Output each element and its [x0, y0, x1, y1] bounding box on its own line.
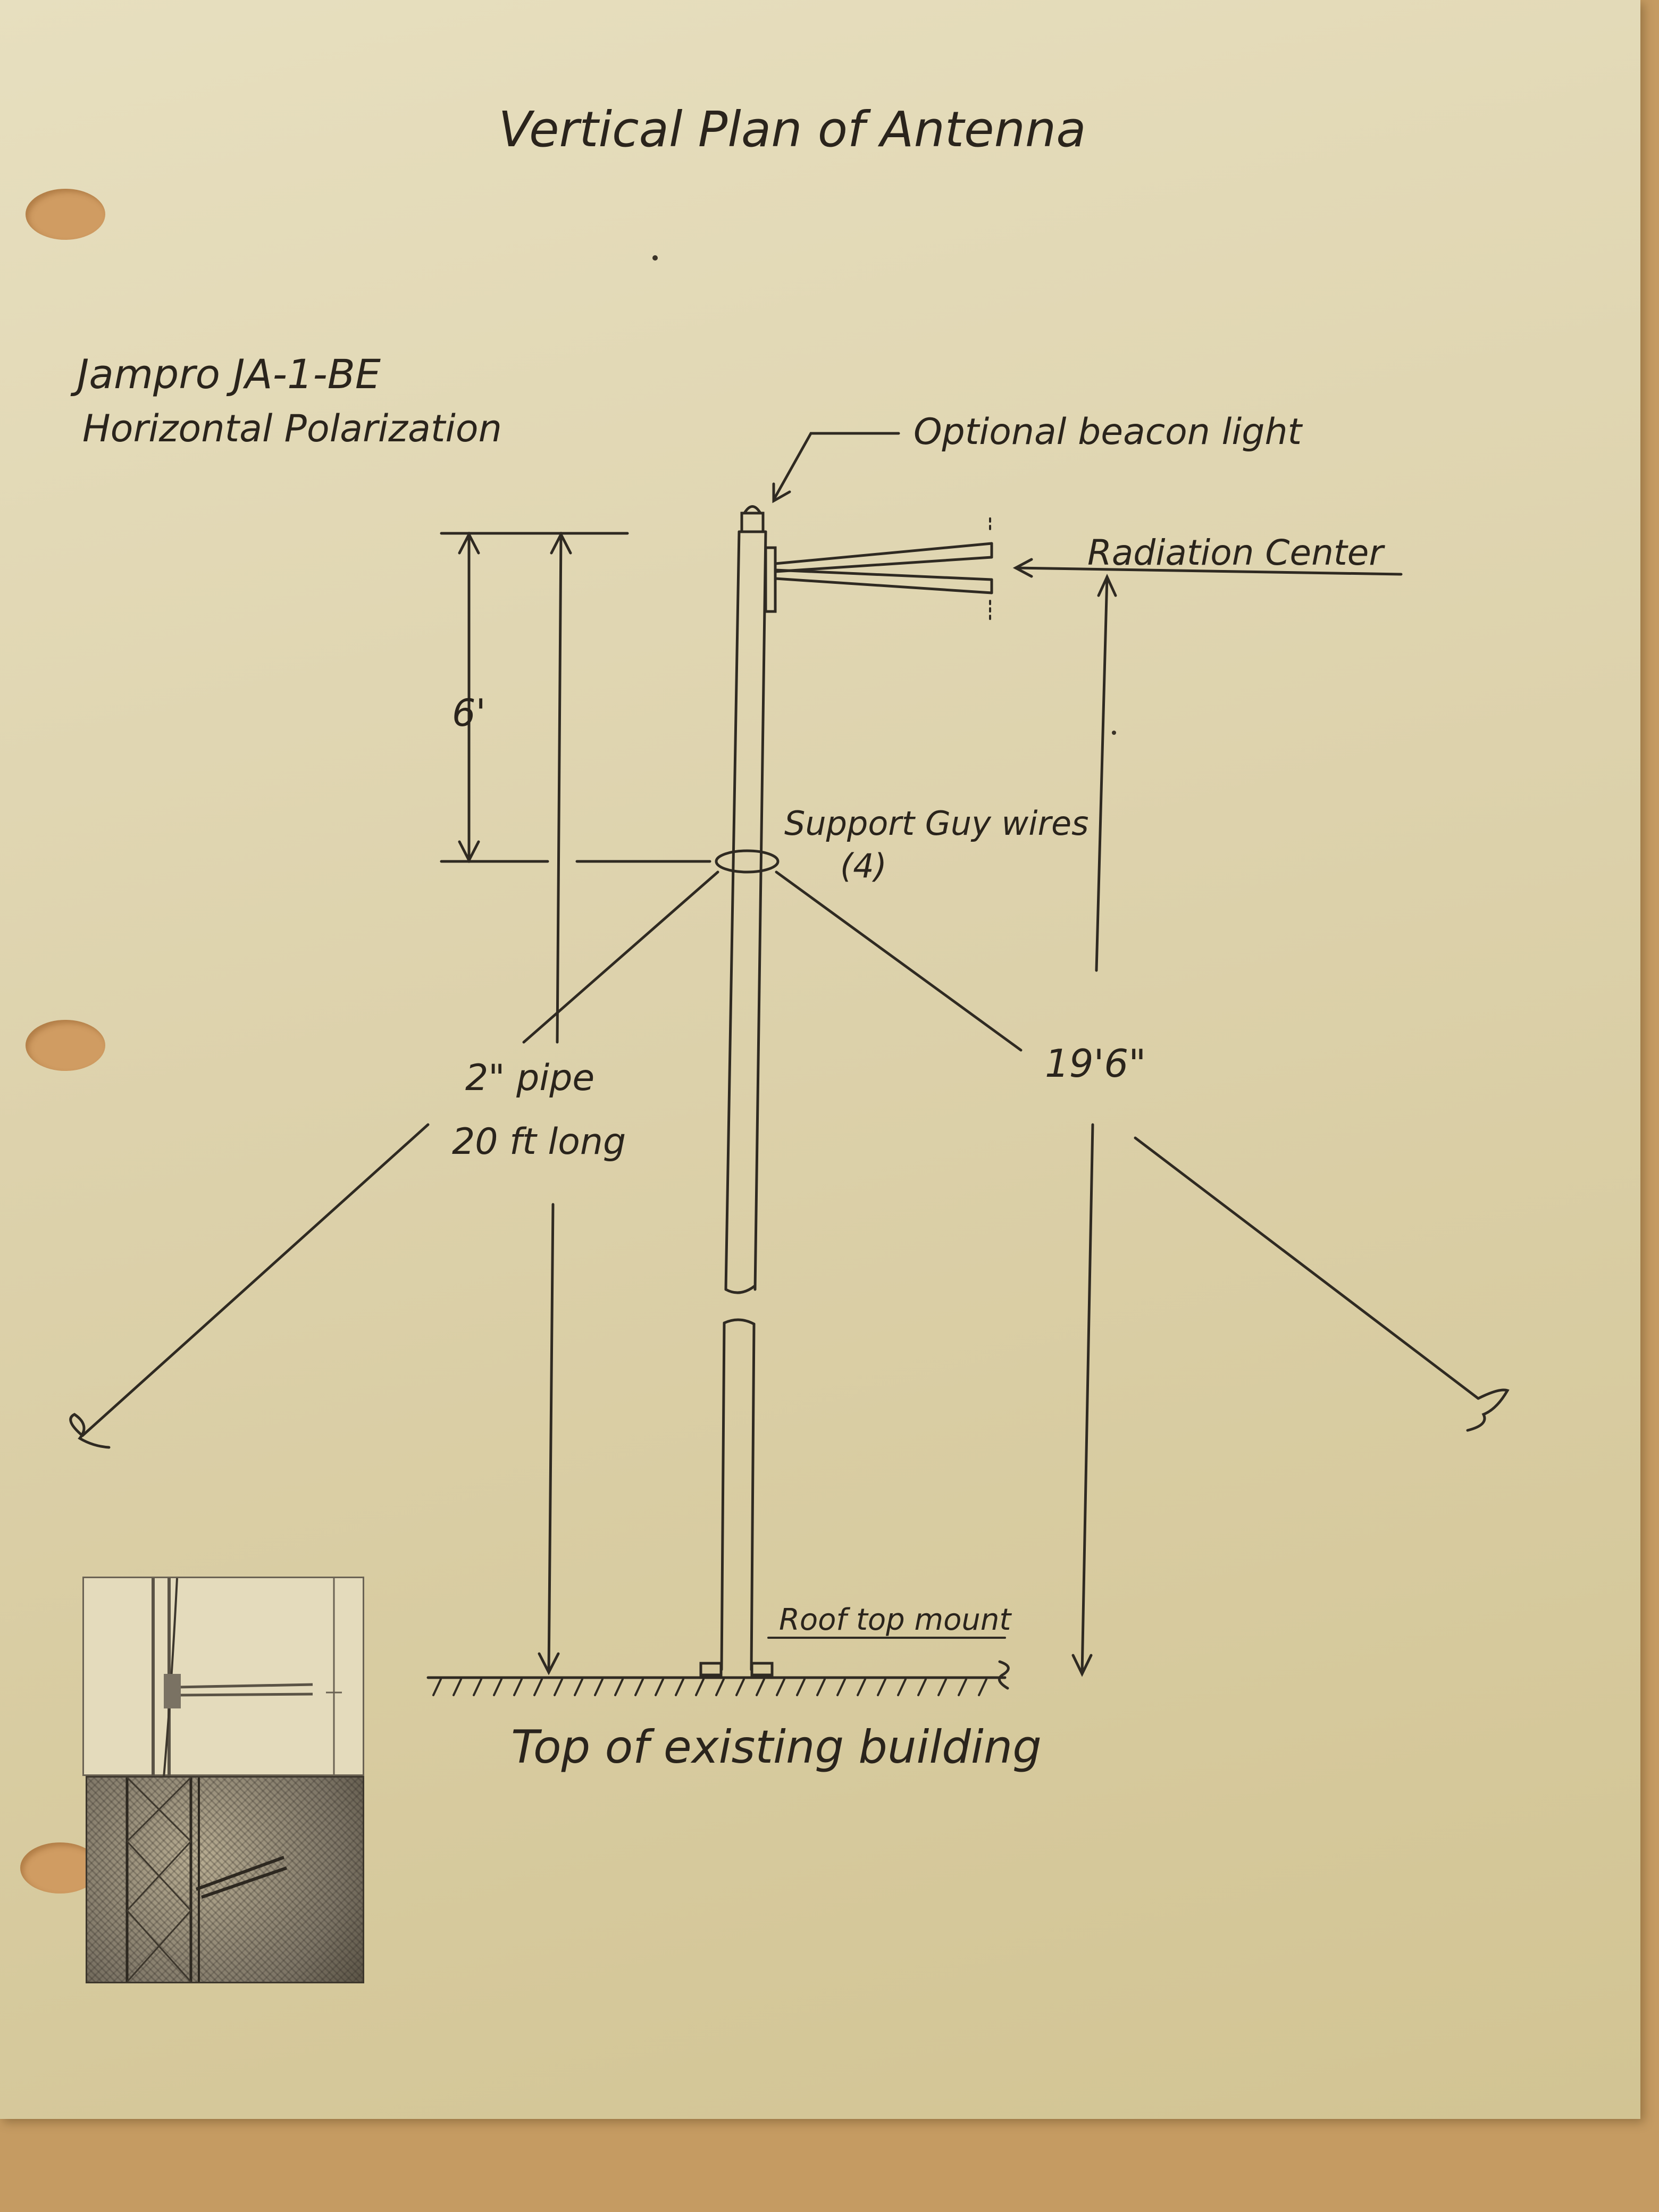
ground-hatch: [554, 1678, 563, 1696]
reference-photo: [82, 1577, 364, 2005]
ground-hatch: [675, 1678, 684, 1696]
guy-ring: [715, 849, 780, 874]
roof-mount-plate: [699, 1662, 774, 1677]
guy-wire-right: [775, 870, 1510, 1432]
radiation-center-line: [1012, 558, 1403, 578]
ground-hatch: [513, 1678, 523, 1696]
antenna-element: [764, 517, 993, 621]
height-label: 19'6": [1045, 1041, 1146, 1086]
ground-hatch: [594, 1678, 604, 1696]
ground-hatch: [877, 1678, 886, 1696]
pipe-length-label: 20 ft long: [452, 1121, 626, 1163]
roof-mount-label: Roof top mount: [779, 1603, 1012, 1637]
ground-hatch: [614, 1678, 624, 1696]
ground-hatch: [958, 1678, 967, 1696]
ground-hatch: [655, 1678, 664, 1696]
photo-tower-panel: [86, 1776, 364, 1983]
page-title: Vertical Plan of Antenna: [498, 101, 1086, 158]
six-foot-label: 6': [452, 691, 486, 735]
guy-wires-label: Support Guy wires: [784, 804, 1088, 843]
pipe-length-dimension: [538, 531, 572, 1675]
ground-hatch: [978, 1678, 987, 1696]
photo-upper-panel: [82, 1577, 364, 1778]
ground-hatch: [756, 1678, 765, 1696]
building-label: Top of existing building: [511, 1721, 1042, 1774]
beacon-label: Optional beacon light: [914, 411, 1303, 453]
roof-ground-line: [426, 1660, 1010, 1696]
mast-upper: [724, 530, 767, 1294]
ground-hatch: [937, 1678, 947, 1696]
ground-hatch: [453, 1678, 462, 1696]
height-dimension: [1071, 573, 1117, 1677]
ground-hatch: [816, 1678, 826, 1696]
polarization-label: Horizontal Polarization: [82, 407, 502, 450]
mast-lower: [720, 1318, 756, 1671]
ground-hatch: [432, 1678, 442, 1696]
ground-hatch: [634, 1678, 644, 1696]
guy-wire-left: [69, 870, 719, 1449]
ground-hatch: [493, 1678, 502, 1696]
punch-hole-middle: [26, 1020, 105, 1071]
pipe-size-label: 2" pipe: [465, 1057, 594, 1099]
photo-tower-sketch: [125, 1777, 287, 1983]
punch-hole-top: [26, 189, 105, 240]
photo-antenna-sketch: [152, 1578, 342, 1778]
ground-hatch: [533, 1678, 543, 1696]
beacon-leader-arrow: [772, 432, 900, 504]
ground-hatch: [917, 1678, 927, 1696]
stray-dot: [652, 255, 658, 261]
ground-hatch: [473, 1678, 482, 1696]
ground-hatch: [897, 1678, 907, 1696]
radiation-center-label: Radiation Center: [1087, 532, 1385, 573]
ground-hatch: [776, 1678, 785, 1696]
guy-wires-count: (4): [840, 847, 887, 885]
ground-hatch: [715, 1678, 725, 1696]
model-name: Jampro JA-1-BE: [70, 350, 381, 398]
ground-hatch: [695, 1678, 705, 1696]
six-foot-dimension: [440, 531, 711, 864]
ground-hatch: [836, 1678, 846, 1696]
beacon-light-icon: [740, 505, 765, 533]
ground-hatch: [574, 1678, 583, 1696]
ground-hatch: [796, 1678, 806, 1696]
ground-hatch: [857, 1678, 866, 1696]
stray-dot: [1112, 731, 1116, 735]
ground-hatch: [735, 1678, 745, 1696]
